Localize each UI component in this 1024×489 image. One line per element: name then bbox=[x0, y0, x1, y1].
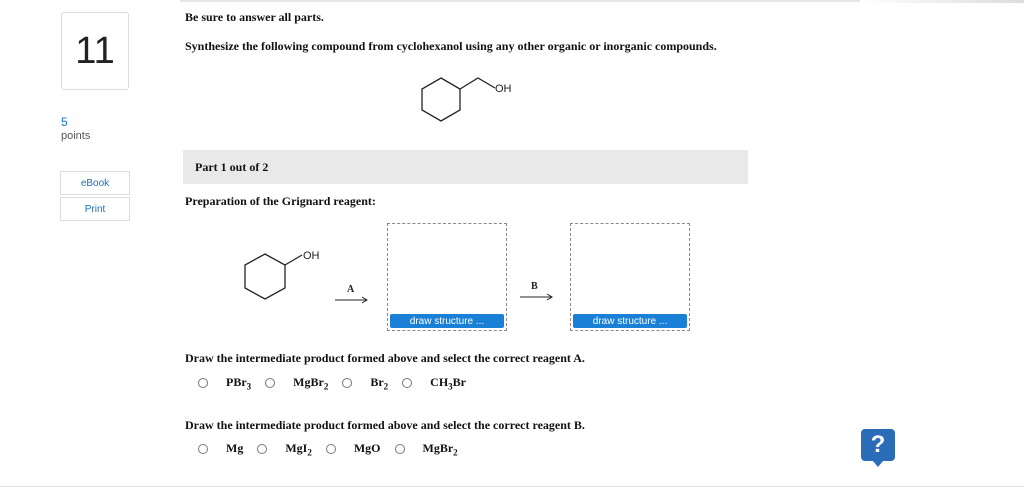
question-b-prompt: Draw the intermediate product formed abo… bbox=[185, 418, 585, 432]
reagent-a-option[interactable]: Br2 bbox=[342, 375, 388, 391]
part-bar bbox=[183, 150, 748, 184]
option-label: CH3Br bbox=[430, 374, 467, 392]
option-label: MgBr2 bbox=[422, 440, 458, 458]
radio-button[interactable] bbox=[402, 378, 413, 388]
part-heading: Preparation of the Grignard reagent: bbox=[185, 194, 376, 208]
target-molecule: OH bbox=[421, 77, 512, 122]
draw-structure-box-1[interactable]: draw structure ... bbox=[387, 223, 507, 331]
cyclohexanol-ring bbox=[244, 253, 286, 300]
ebook-button[interactable]: eBook bbox=[60, 171, 130, 195]
question-number: 11 bbox=[61, 12, 129, 90]
reagent-b-option[interactable]: MgI2 bbox=[257, 441, 312, 457]
option-label: MgI2 bbox=[285, 440, 312, 458]
reagent-b-option[interactable]: Mg bbox=[198, 441, 243, 457]
cyclohexanol-structure: OH bbox=[244, 250, 320, 300]
radio-button[interactable] bbox=[394, 444, 405, 454]
arrow-a-label: A bbox=[347, 284, 355, 295]
part-label: Part 1 out of 2 bbox=[195, 160, 269, 174]
radio-button[interactable] bbox=[325, 444, 336, 454]
target-ring bbox=[421, 77, 461, 122]
target-chain bbox=[459, 77, 496, 90]
radio-button[interactable] bbox=[257, 444, 268, 454]
radio-button[interactable] bbox=[198, 378, 208, 388]
bottom-border bbox=[0, 486, 1024, 487]
radio-button[interactable] bbox=[265, 378, 276, 388]
target-oh-label: OH bbox=[495, 83, 512, 95]
draw-structure-button-1[interactable]: draw structure ... bbox=[390, 314, 504, 328]
draw-structure-button-2[interactable]: draw structure ... bbox=[573, 314, 687, 328]
radio-button[interactable] bbox=[342, 378, 353, 388]
question-icon[interactable]: ? bbox=[861, 429, 895, 467]
reagent-a-option[interactable]: PBr3 bbox=[198, 375, 251, 391]
option-label: Br2 bbox=[370, 374, 389, 392]
points-value: 5 bbox=[61, 115, 68, 129]
top-border bbox=[180, 0, 1024, 2]
option-label: PBr3 bbox=[226, 374, 252, 392]
reaction-arrow-a: A bbox=[335, 284, 368, 304]
option-label: MgO bbox=[353, 440, 381, 455]
reagent-a-option[interactable]: MgBr2 bbox=[265, 375, 328, 391]
draw-structure-box-2[interactable]: draw structure ... bbox=[570, 223, 690, 331]
option-label: MgBr2 bbox=[293, 374, 329, 392]
cyclohexanol-oh-label: OH bbox=[303, 250, 320, 262]
print-button[interactable]: Print bbox=[60, 197, 130, 221]
reagent-b-option[interactable]: MgBr2 bbox=[394, 440, 458, 458]
option-label: Mg bbox=[226, 440, 244, 455]
reagent-a-option[interactable]: CH3Br bbox=[402, 375, 466, 391]
question-a-prompt: Draw the intermediate product formed abo… bbox=[185, 351, 585, 365]
reaction-arrow-b: B bbox=[520, 281, 553, 301]
cyclohexanol-oh-bond bbox=[284, 254, 303, 266]
reagent-b-options: Mg MgI2 MgO MgBr2 bbox=[198, 441, 472, 457]
reagent-b-option[interactable]: MgO bbox=[325, 440, 381, 457]
reagent-a-options: PBr3 MgBr2 Br2 CH3Br bbox=[198, 375, 480, 391]
points-label: points bbox=[61, 130, 91, 142]
radio-button[interactable] bbox=[198, 444, 208, 454]
instructions: Be sure to answer all parts. bbox=[185, 10, 324, 24]
top-border-fade bbox=[860, 0, 1024, 3]
arrow-b-label: B bbox=[531, 281, 538, 292]
task-statement: Synthesize the following compound from c… bbox=[185, 39, 717, 53]
